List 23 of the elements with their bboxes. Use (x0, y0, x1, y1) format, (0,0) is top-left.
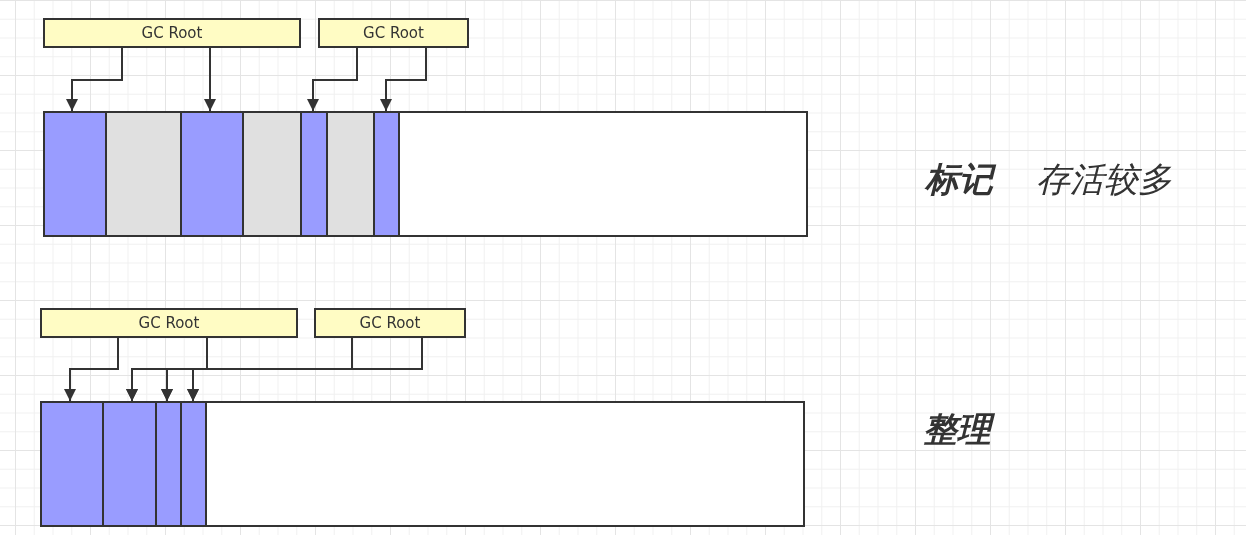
memory-cell (328, 113, 375, 235)
arrow (66, 47, 123, 112)
memory-cell (375, 113, 400, 235)
memory-cell (244, 113, 302, 235)
step-note: 存活较多 (1036, 162, 1172, 196)
memory-cell (182, 113, 244, 235)
gc-root-box: GC Root (318, 18, 469, 48)
memory-cell (302, 113, 328, 235)
memory-cell (157, 403, 182, 525)
gc-root-box: GC Root (314, 308, 466, 338)
memory-bar (43, 111, 808, 237)
memory-bar (40, 401, 805, 527)
arrow (307, 47, 358, 112)
arrow (64, 337, 119, 402)
memory-cell (42, 403, 104, 525)
arrow (204, 47, 216, 112)
gc-root-box: GC Root (43, 18, 301, 48)
arrow (380, 47, 427, 112)
memory-cell (182, 403, 207, 525)
memory-cell (104, 403, 157, 525)
gc-root-box: GC Root (40, 308, 298, 338)
memory-cell (45, 113, 107, 235)
memory-cell (107, 113, 182, 235)
